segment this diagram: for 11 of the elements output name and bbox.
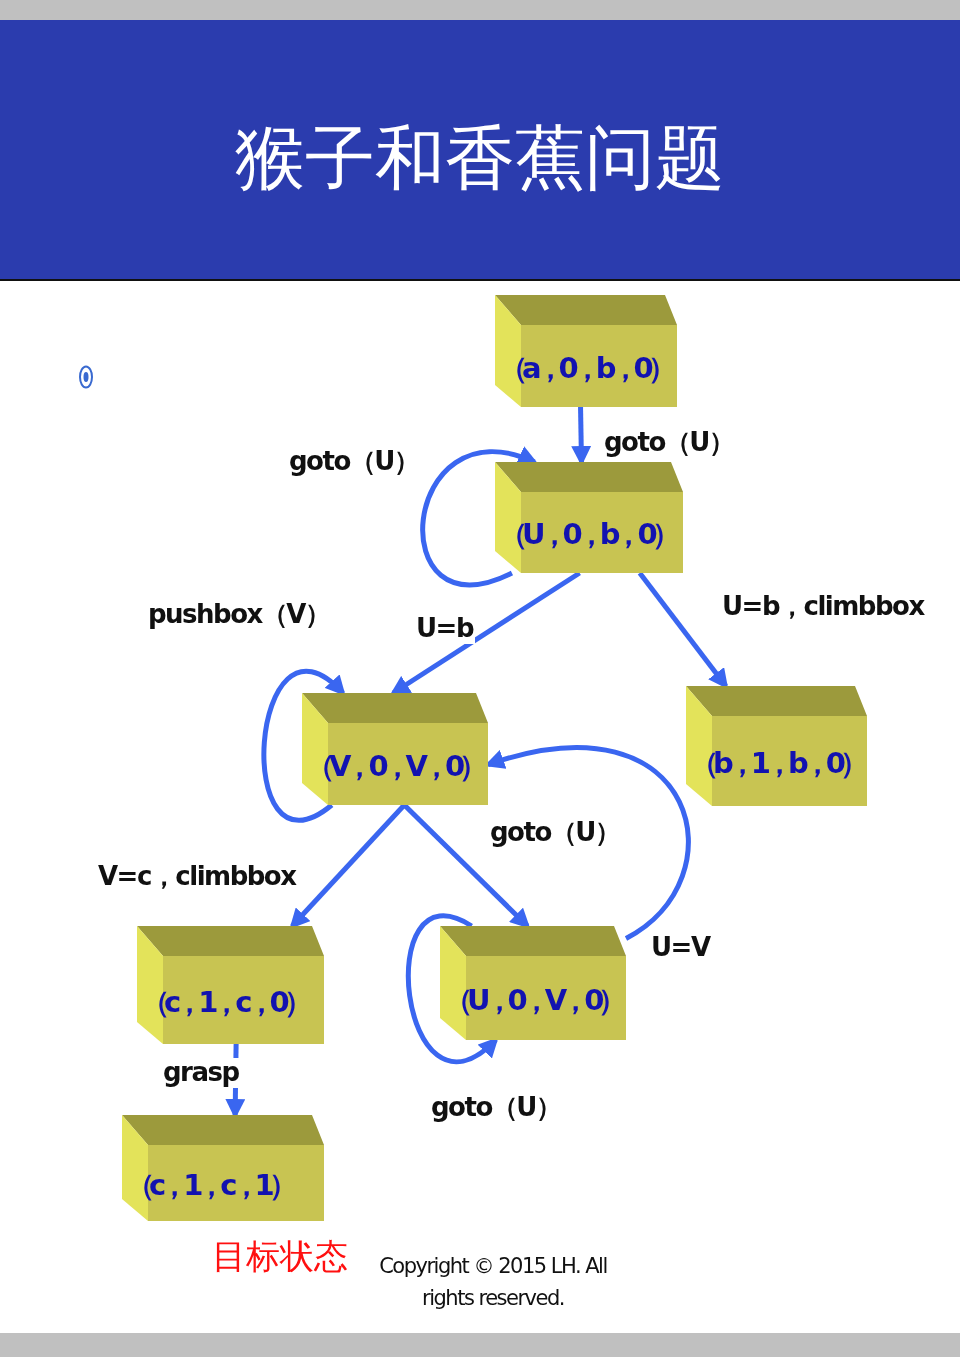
arrow <box>389 570 581 696</box>
state-label: 目标状态 <box>212 1235 348 1277</box>
title: 猴子和香蕉问题 <box>234 118 726 198</box>
loop-arrow <box>420 447 539 587</box>
edge-label: V=c，climbbox <box>96 862 298 892</box>
loop-arrow <box>405 914 499 1064</box>
copyright-note: Copyright © 2015 LH. All rights reserved. <box>378 1253 608 1312</box>
edge-label: grasp <box>161 1058 241 1088</box>
loop-arrow <box>261 669 346 822</box>
arrow <box>402 803 531 929</box>
arrow <box>289 803 407 929</box>
